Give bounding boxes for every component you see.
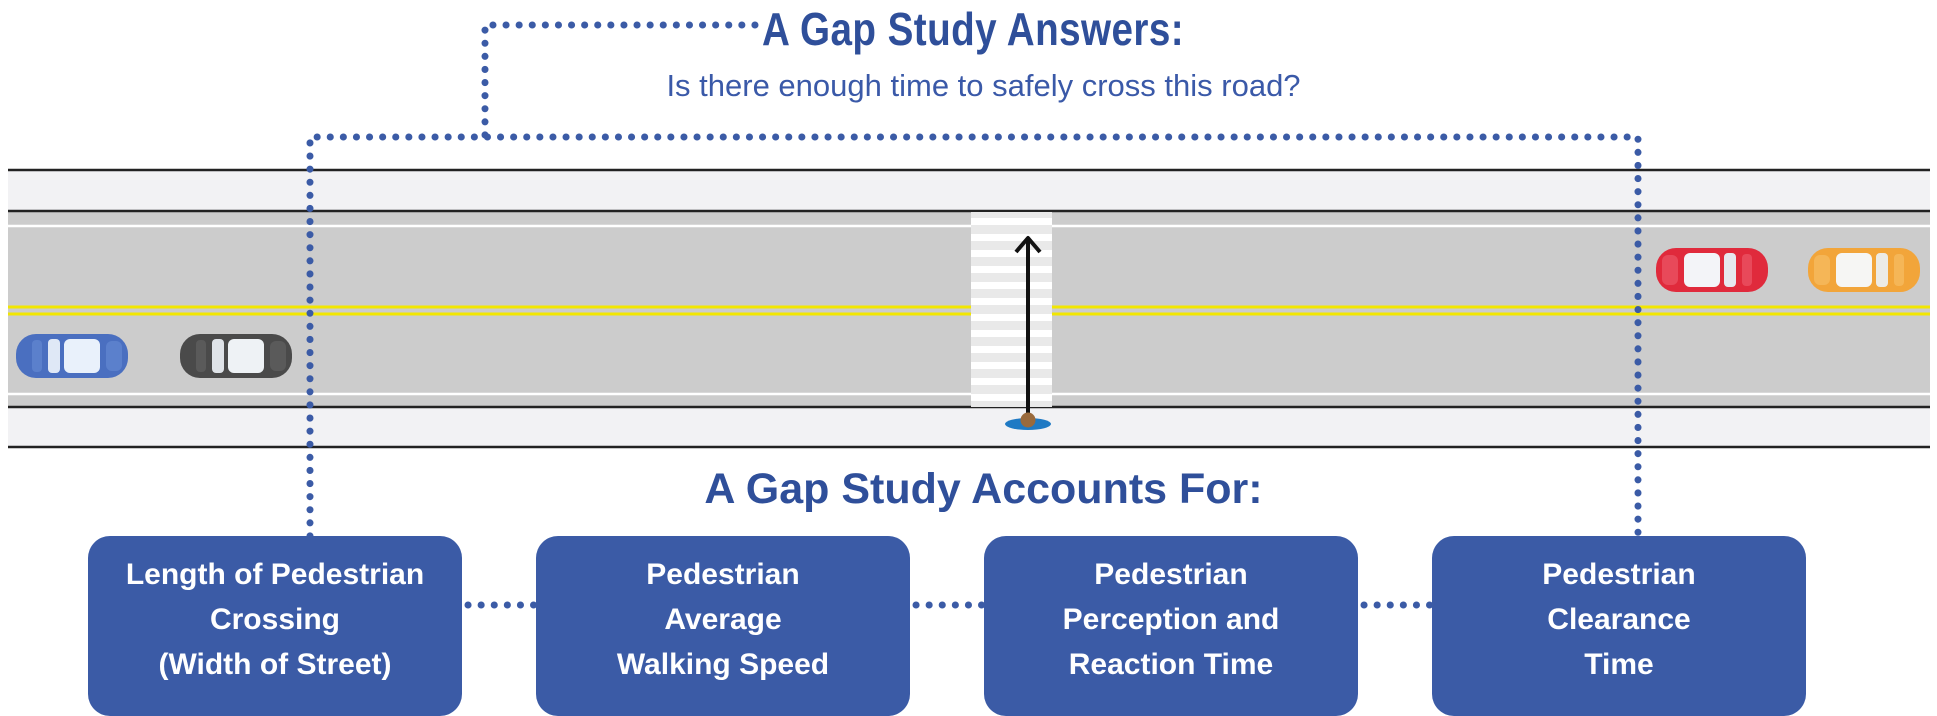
- answers-title: A Gap Study Answers:: [762, 3, 1185, 55]
- blue-car-icon: [16, 334, 128, 378]
- orange-car-icon: [1808, 248, 1920, 292]
- road-bottom-shoulder: [8, 407, 1930, 447]
- road-surface: [8, 212, 1930, 407]
- road: [8, 168, 1930, 449]
- accounts-for-title: A Gap Study Accounts For:: [704, 465, 1263, 513]
- factor-label: Pedestrian Clearance Time: [1542, 558, 1696, 681]
- factor-box-crossing-length: Length of Pedestrian Crossing (Width of …: [88, 536, 462, 716]
- factor-label: Pedestrian Perception and Reaction Time: [1062, 558, 1280, 681]
- road-bracket: [306, 133, 1642, 540]
- crossing-arrow-icon: [1014, 236, 1042, 415]
- factor-label: Length of Pedestrian Crossing (Width of …: [125, 558, 425, 681]
- answers-connector: [481, 21, 759, 141]
- pedestrian-icon: [1005, 412, 1051, 430]
- crosswalk: [971, 212, 1052, 407]
- factor-label: Pedestrian Average Walking Speed: [616, 558, 830, 681]
- road-top-shoulder: [8, 170, 1930, 212]
- factor-box-clearance-time: Pedestrian Clearance Time: [1432, 536, 1806, 716]
- red-car-icon: [1656, 248, 1768, 292]
- dark-car-icon: [180, 334, 292, 378]
- answers-question: Is there enough time to safely cross thi…: [666, 68, 1301, 103]
- factor-box-walking-speed: Pedestrian Average Walking Speed: [536, 536, 910, 716]
- dotted-connectors: [306, 21, 1642, 609]
- factor-box-perception-reaction: Pedestrian Perception and Reaction Time: [984, 536, 1358, 716]
